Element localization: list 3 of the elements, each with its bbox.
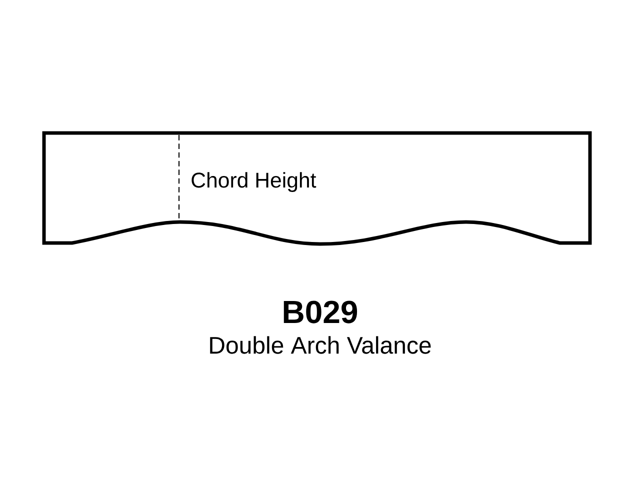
title: B029 <box>284 300 358 324</box>
valance-drawing: Chord Height <box>42 131 592 246</box>
caption: Double Arch Valance <box>210 336 431 354</box>
